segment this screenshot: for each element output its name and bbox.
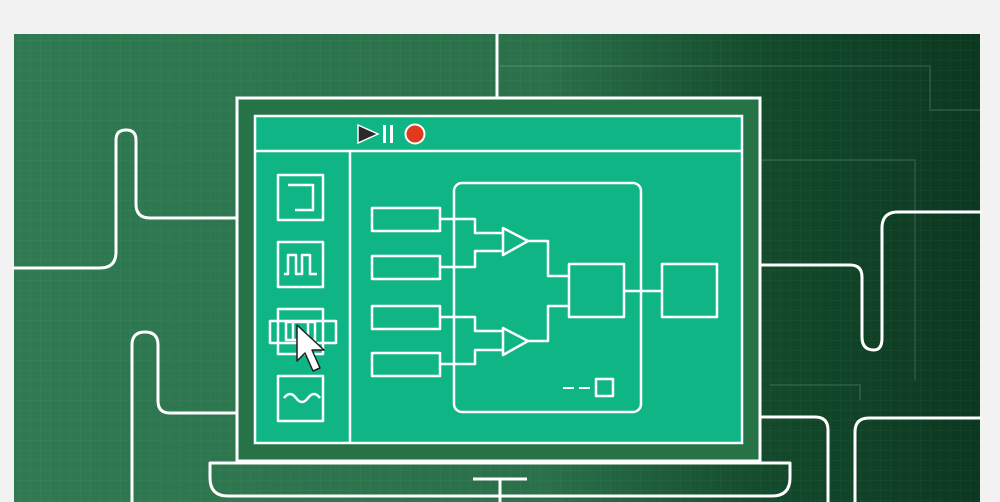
output-port[interactable] <box>594 377 615 398</box>
block-diagram-canvas <box>370 181 719 414</box>
palette-item-square-wave[interactable] <box>276 240 325 289</box>
record-button[interactable] <box>404 123 426 145</box>
processing-block[interactable] <box>567 262 626 319</box>
laptop <box>208 96 792 498</box>
play-icon <box>357 123 380 145</box>
faint-traces <box>500 65 980 400</box>
circuit-traces <box>12 32 982 502</box>
amplifier-1[interactable] <box>501 226 530 257</box>
sine-wave-icon <box>283 392 321 404</box>
mouse-pointer-icon <box>296 324 325 372</box>
square-wave-icon <box>284 253 317 276</box>
palette-item-sine-wave[interactable] <box>276 374 325 423</box>
amplifier-2[interactable] <box>501 326 530 357</box>
play-button[interactable] <box>357 123 380 145</box>
output-block[interactable] <box>660 262 719 319</box>
laptop-screen <box>253 114 744 445</box>
laptop-base <box>208 461 792 498</box>
pause-icon-bar-left <box>383 125 386 143</box>
toolbar <box>255 123 742 153</box>
pause-button[interactable] <box>383 125 393 143</box>
block-palette <box>268 151 352 443</box>
subsystem-frame <box>452 181 643 414</box>
record-icon <box>404 123 426 145</box>
wires <box>440 217 662 366</box>
pause-icon-bar-right <box>390 125 393 143</box>
square-block-icon <box>288 183 315 212</box>
palette-item-square-block[interactable] <box>276 173 325 222</box>
